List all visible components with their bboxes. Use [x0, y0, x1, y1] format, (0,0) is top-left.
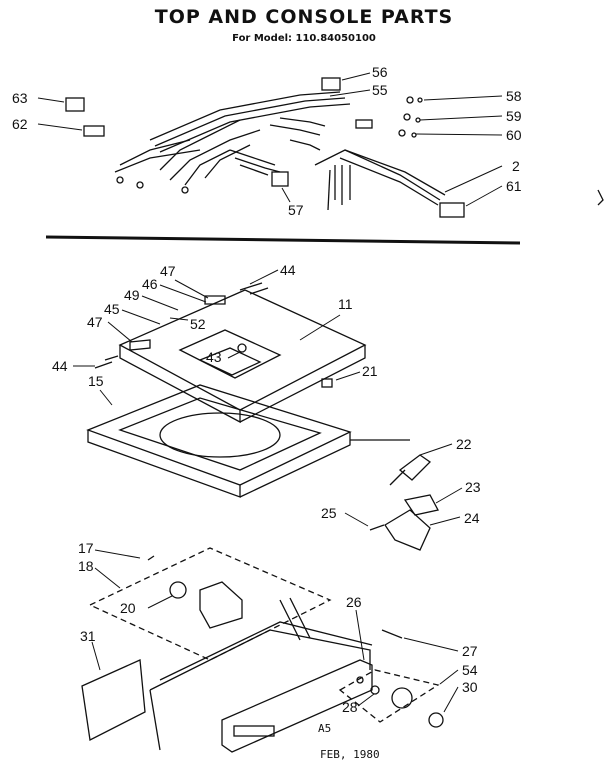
leader-lines: [37, 72, 503, 713]
diagram-title: TOP AND CONSOLE PARTS: [154, 6, 454, 28]
part-label-44-left: 44: [52, 358, 68, 374]
part-label-25: 25: [321, 505, 337, 521]
part-label-60: 60: [506, 127, 522, 143]
callout-labels: 56 55 63 62 58 59 60 2 61 57 47 44 46 49…: [12, 64, 522, 715]
wiring-harness: [65, 77, 604, 218]
part-label-17: 17: [78, 540, 94, 556]
part-label-20: 20: [120, 600, 136, 616]
console-base: [81, 547, 444, 753]
part-label-11: 11: [338, 296, 353, 312]
part-label-57: 57: [288, 202, 304, 218]
part-label-56: 56: [372, 64, 388, 80]
part-label-27: 27: [462, 643, 478, 659]
part-label-30: 30: [462, 679, 478, 695]
part-label-28: 28: [342, 699, 358, 715]
footer-date: FEB, 1980: [320, 748, 380, 761]
part-label-45: 45: [104, 301, 120, 317]
part-label-31: 31: [80, 628, 96, 644]
part-label-62: 62: [12, 116, 28, 132]
part-label-61: 61: [506, 178, 522, 194]
part-label-47-top: 47: [160, 263, 176, 279]
part-label-22: 22: [456, 436, 472, 452]
part-label-47-left: 47: [87, 314, 103, 330]
part-label-49: 49: [124, 287, 140, 303]
part-label-44-top: 44: [280, 262, 296, 278]
part-label-2: 2: [512, 158, 520, 174]
part-label-26: 26: [346, 594, 362, 610]
footer-code: A5: [318, 722, 332, 735]
part-label-58: 58: [506, 88, 522, 104]
part-label-23: 23: [465, 479, 481, 495]
part-label-18: 18: [78, 558, 94, 574]
part-label-55: 55: [372, 82, 388, 98]
part-label-15: 15: [88, 373, 104, 389]
part-label-54: 54: [462, 662, 478, 678]
part-label-24: 24: [464, 510, 480, 526]
part-label-52: 52: [190, 316, 206, 332]
switch-parts: [369, 454, 439, 551]
part-label-46: 46: [142, 276, 158, 292]
part-label-59: 59: [506, 108, 522, 124]
part-label-21: 21: [362, 363, 378, 379]
section-divider: [45, 235, 521, 245]
part-label-63: 63: [12, 90, 28, 106]
model-subtitle: For Model: 110.84050100: [232, 33, 376, 44]
part-label-43: 43: [206, 349, 222, 365]
top-assembly: [86, 282, 410, 498]
